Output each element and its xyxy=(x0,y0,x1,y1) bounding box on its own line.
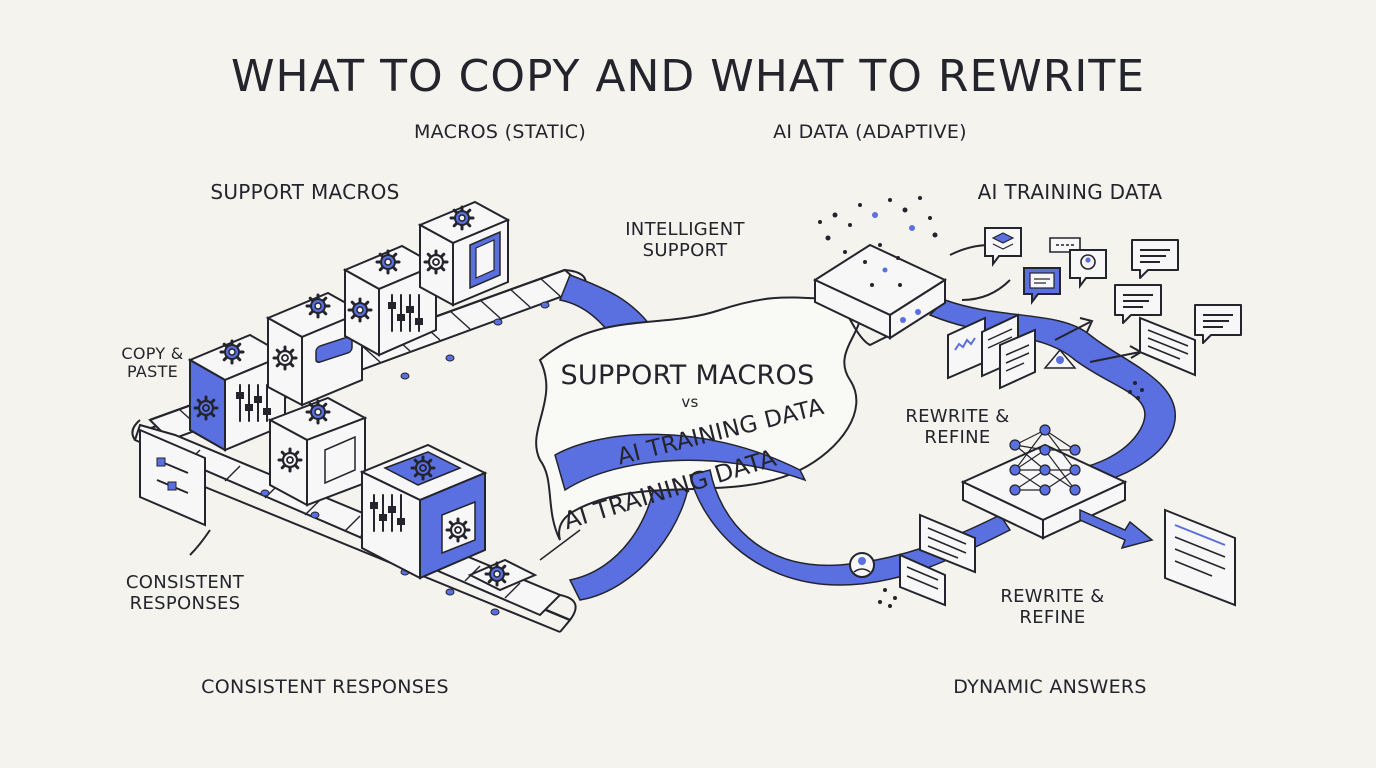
subtitle-left: MACROS (STATIC) xyxy=(413,121,587,143)
processing-box xyxy=(812,243,948,340)
slider-card xyxy=(139,428,211,556)
ai-flow-path-bottom xyxy=(689,469,1012,586)
intelligent-line-1: INTELLIGENT xyxy=(625,219,745,240)
rewrite-refine-label-2: REWRITE & REFINE xyxy=(990,586,1115,628)
copy-paste-label: COPY & PASTE xyxy=(105,344,200,382)
chat-bubble-icon xyxy=(1114,284,1162,324)
rewrite-1-line-2: REFINE xyxy=(924,426,991,448)
neural-network-icon xyxy=(960,424,1128,540)
banner-title-top: SUPPORT MACROS xyxy=(560,360,815,391)
macro-cube-6 xyxy=(359,443,488,580)
banner-vs: vs xyxy=(681,393,699,411)
bottom-right-label: DYNAMIC ANSWERS xyxy=(953,676,1147,698)
right-heading: AI TRAINING DATA xyxy=(977,180,1163,204)
page-title: WHAT TO COPY AND WHAT TO REWRITE xyxy=(230,51,1146,102)
rewrite-2-line-1: REWRITE & xyxy=(1000,586,1105,607)
chat-bubble-icon xyxy=(919,513,976,574)
document-stack xyxy=(947,313,1036,390)
particles xyxy=(878,588,897,608)
center-banner xyxy=(535,296,901,561)
macro-cube-4 xyxy=(417,200,511,307)
copy-paste-line-1: COPY & xyxy=(121,344,184,363)
rewrite-2-line-2: REFINE xyxy=(1019,606,1086,628)
consistent-line-2: RESPONSES xyxy=(129,592,241,614)
rewrite-1-line-1: REWRITE & xyxy=(905,406,1010,427)
macro-cube-5 xyxy=(267,396,368,507)
user-icon xyxy=(1069,249,1107,289)
chat-bubble-icon xyxy=(1139,316,1196,377)
copy-paste-line-2: PASTE xyxy=(126,362,179,382)
chat-bubble-icon xyxy=(1023,267,1061,305)
particles xyxy=(818,196,938,287)
bottom-left-label: CONSISTENT RESPONSES xyxy=(201,676,449,698)
layers-icon xyxy=(984,227,1022,267)
chat-bubble-icon xyxy=(1131,239,1179,279)
intelligent-line-2: SUPPORT xyxy=(642,239,728,261)
chat-bubble-icon xyxy=(899,553,946,607)
arrow-icon xyxy=(1079,508,1154,550)
chat-bubble-icon xyxy=(1194,304,1242,344)
user-icon xyxy=(1043,348,1077,369)
subtitle-right: AI DATA (ADAPTIVE) xyxy=(773,121,967,143)
user-icon xyxy=(849,552,875,578)
intelligent-support-label: INTELLIGENT SUPPORT xyxy=(600,219,770,261)
macro-cube-7 xyxy=(467,558,538,592)
particles xyxy=(1128,381,1144,400)
rewrite-refine-label-1: REWRITE & REFINE xyxy=(895,406,1020,448)
consistent-responses-small: CONSISTENT RESPONSES xyxy=(110,572,260,614)
chat-bubble-icon xyxy=(1164,508,1236,607)
left-heading: SUPPORT MACROS xyxy=(210,180,400,204)
consistent-line-1: CONSISTENT xyxy=(125,572,245,593)
